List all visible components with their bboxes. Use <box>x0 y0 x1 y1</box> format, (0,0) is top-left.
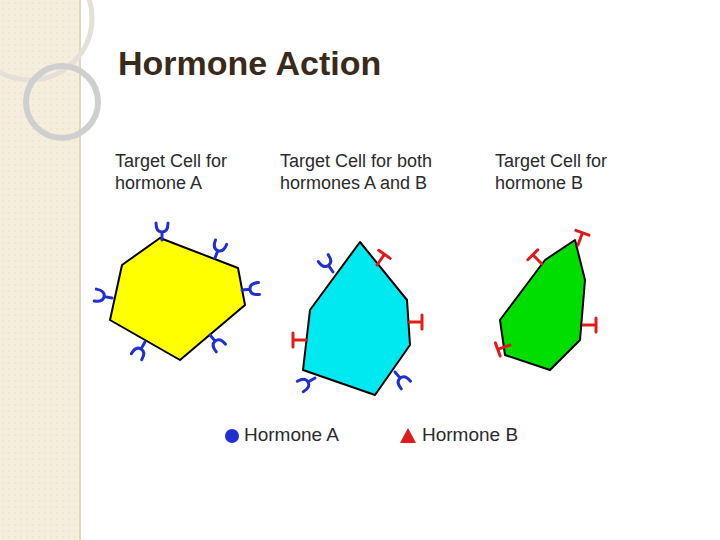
receptor <box>293 333 306 347</box>
legend-label: Hormone A <box>244 424 339 446</box>
receptor <box>390 368 410 389</box>
target-cell: Target Cell for hormone B <box>490 150 630 375</box>
cell-body <box>303 242 410 395</box>
receptor <box>156 223 168 240</box>
receptor <box>583 318 596 332</box>
cell-body <box>110 238 245 360</box>
slide-title: Hormone Action <box>118 44 381 83</box>
target-cell: Target Cell for hormone A <box>100 150 260 378</box>
hormone-b-symbol <box>400 428 416 443</box>
hormone-a-symbol <box>225 429 239 443</box>
receptor <box>205 331 225 352</box>
cell-label: Target Cell for hormone A <box>115 150 255 194</box>
cell-label: Target Cell for hormone B <box>495 150 625 194</box>
legend-label: Hormone B <box>422 424 518 446</box>
target-cell: Target Cell for both hormones A and B <box>275 150 455 402</box>
receptor <box>571 230 589 247</box>
receptor <box>318 255 338 276</box>
receptor <box>409 315 422 329</box>
receptor <box>297 373 318 392</box>
receptor <box>528 250 547 269</box>
receptor <box>209 240 226 260</box>
receptor <box>495 338 512 356</box>
receptor <box>94 289 113 304</box>
decor-ring <box>26 66 98 138</box>
cell-label: Target Cell for both hormones A and B <box>280 150 452 194</box>
receptor <box>241 283 259 296</box>
cell-body <box>500 240 585 370</box>
strip-border <box>79 0 81 540</box>
receptor <box>131 339 150 360</box>
receptor <box>371 250 390 269</box>
